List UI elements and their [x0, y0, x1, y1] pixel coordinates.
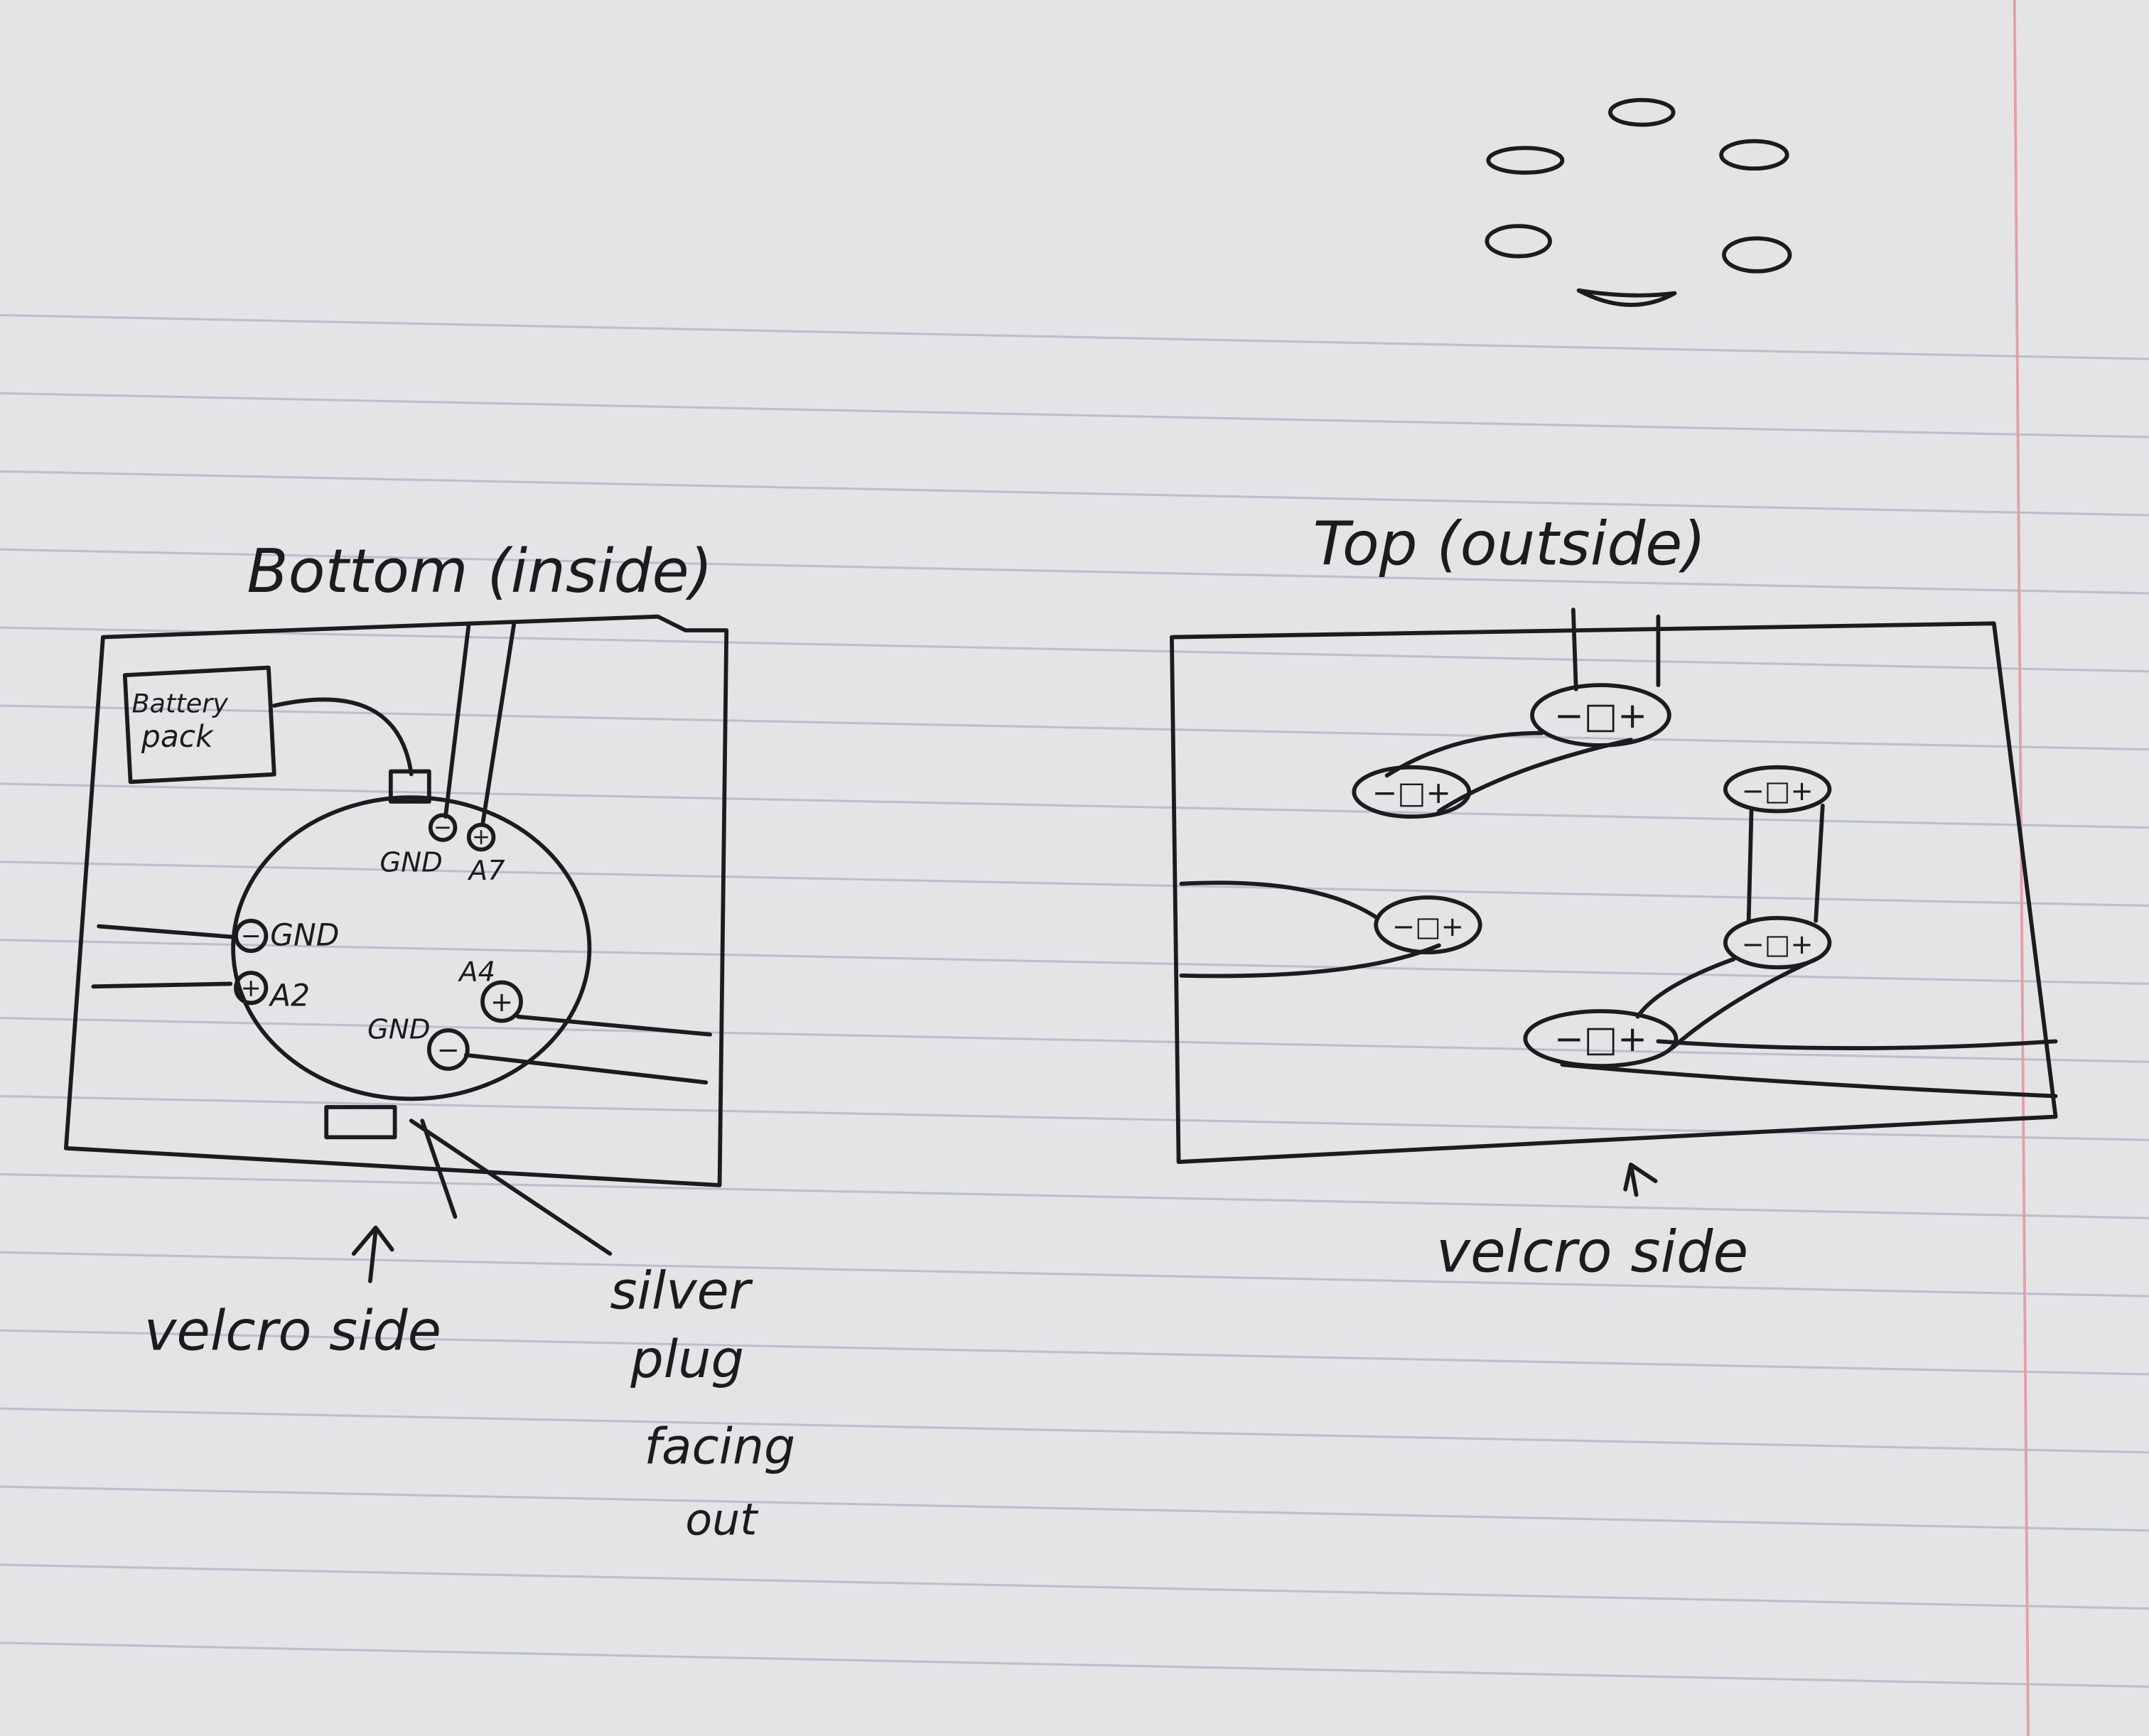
led-marker: −□+ [1742, 775, 1814, 807]
paper-rule-line [0, 1329, 2149, 1376]
paper-rule-line [0, 1407, 2149, 1454]
paper-rule-line [0, 470, 2149, 517]
sketch-ovals [1485, 97, 1792, 307]
pad-polarity: − [437, 1034, 460, 1066]
pad-label: A4 [457, 956, 495, 988]
paper-rules [0, 313, 2149, 1688]
top-diagram: Top (outside) −□+ −□+ −□+ −□+ −□+ −□+ ve… [1170, 509, 2058, 1285]
battery-label: Battery [131, 689, 229, 719]
led-marker: −□+ [1392, 911, 1464, 943]
pad-label: A7 [467, 855, 505, 887]
pad-polarity: − [433, 814, 452, 840]
pad-polarity: + [241, 974, 262, 1003]
led-marker: −□+ [1742, 929, 1814, 961]
paper-rule-line [0, 782, 2149, 829]
pads [234, 813, 523, 1071]
paper-rule-line [0, 626, 2149, 673]
battery-label: pack [141, 720, 214, 755]
paper-rule-line [0, 1251, 2149, 1298]
silver-plug [324, 1105, 397, 1140]
paper-rule-line [0, 1172, 2149, 1219]
velcro-side-label: velcro side [1436, 1219, 1748, 1285]
up-arrow-icon [1623, 1163, 1658, 1197]
up-arrow-icon [351, 1225, 394, 1283]
pad-label: GND [379, 846, 442, 878]
plug-note: silver [610, 1261, 753, 1321]
led-marker: −□+ [1554, 1018, 1647, 1060]
plug-note: out [685, 1494, 759, 1546]
bottom-title: Bottom (inside) [247, 537, 712, 607]
paper-rule-line [0, 1641, 2149, 1688]
paper-rule-line [0, 1485, 2149, 1532]
pad-label: GND [270, 918, 339, 953]
paper-rule-line [0, 861, 2149, 907]
paper-rule-line [0, 1017, 2149, 1063]
pad-polarity: + [472, 824, 490, 850]
led-marker: −□+ [1554, 694, 1647, 736]
paper-rule-line [0, 548, 2149, 595]
bottom-diagram: Bottom (inside) Battery pack − + − + + −… [63, 537, 795, 1546]
bottom-panel-outline [63, 614, 729, 1187]
top-title: Top (outside) [1313, 509, 1706, 579]
pad-polarity: − [241, 922, 262, 951]
circuit-board [231, 795, 592, 1101]
plug-note: plug [630, 1330, 744, 1390]
paper-rule-line [0, 392, 2149, 438]
plug-note: facing [645, 1418, 795, 1475]
margin-line [2013, 0, 2030, 1736]
led-pads [1352, 683, 1832, 1069]
velcro-side-label: velcro side [144, 1299, 441, 1363]
paper-rule-line [0, 1094, 2149, 1141]
pad-label: GND [367, 1014, 430, 1046]
paper-rule-line [0, 1563, 2149, 1610]
battery-pack-box [122, 665, 276, 785]
paper-rule-line [0, 704, 2149, 751]
battery-connector [388, 769, 431, 804]
paper-rule-line [0, 313, 2149, 360]
pad-polarity: + [490, 986, 513, 1018]
top-panel-outline [1170, 621, 2058, 1164]
pad-label: A2 [268, 978, 310, 1013]
paper-rule-line [0, 939, 2149, 985]
led-marker: −□+ [1372, 776, 1451, 811]
